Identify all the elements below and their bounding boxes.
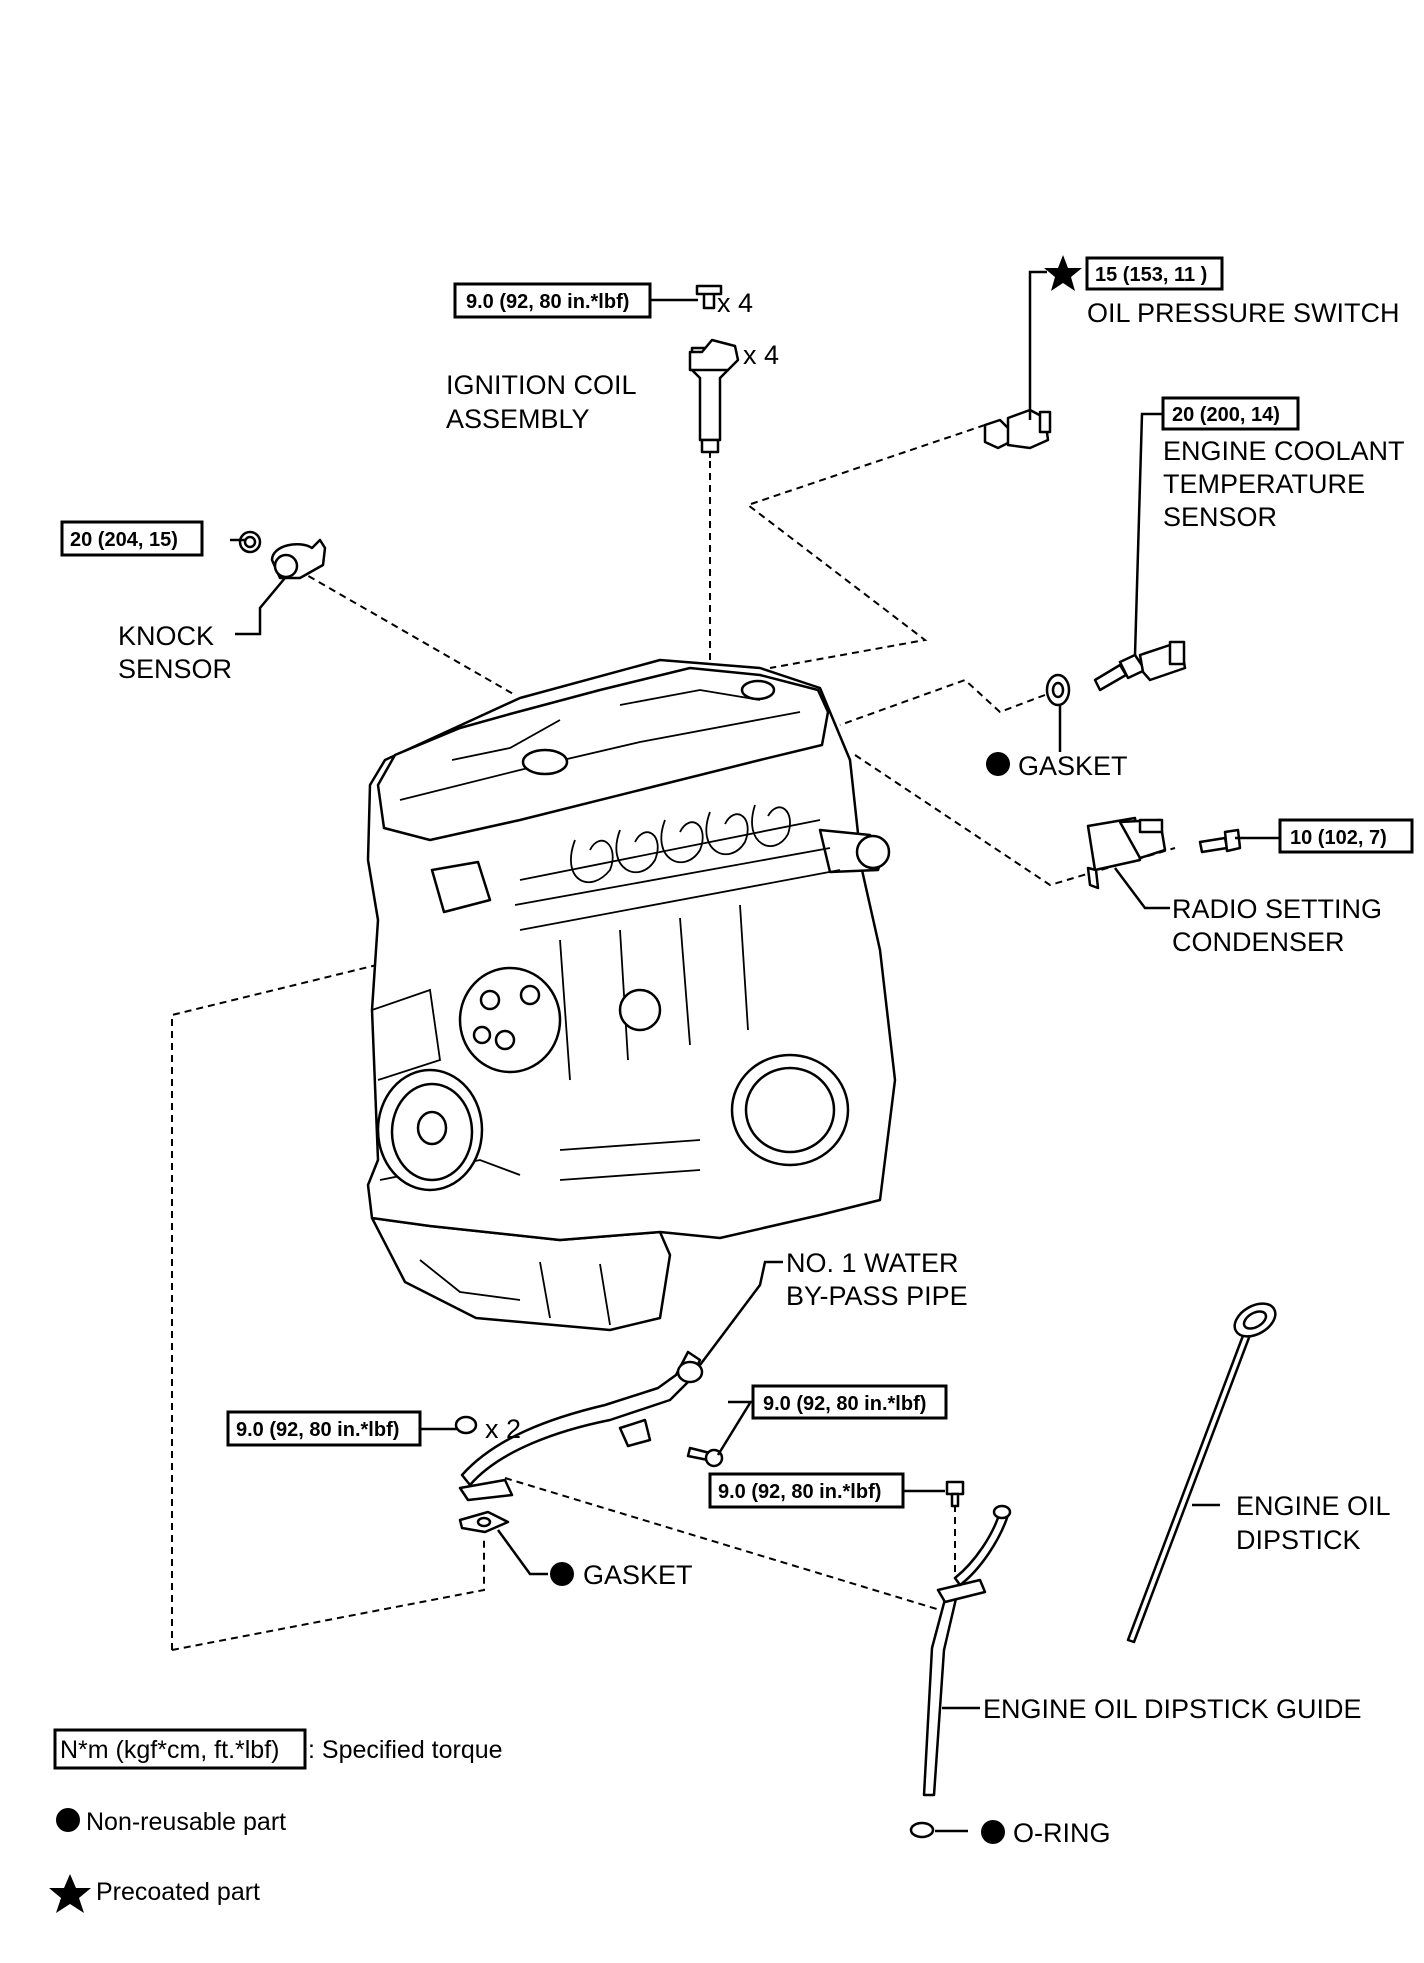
label-knock-sensor-2: SENSOR — [118, 654, 232, 684]
legend-non-reusable-dot-icon — [56, 1808, 80, 1832]
qty-ignition-coil-bolt: x 4 — [717, 288, 753, 318]
engine-oil-dipstick-guide — [909, 1480, 1012, 1839]
no1-water-bypass-pipe — [454, 1350, 724, 1534]
label-oil-pressure-switch: OIL PRESSURE SWITCH — [1087, 298, 1400, 328]
label-knock-sensor-1: KNOCK — [118, 621, 214, 651]
label-ignition-coil-1: IGNITION COIL — [446, 370, 637, 400]
torque-box-bypass-nut — [226, 1410, 422, 1447]
engine-oil-dipstick — [1126, 1302, 1277, 1644]
label-ect-sensor-3: SENSOR — [1163, 502, 1277, 532]
oil-pressure-switch — [983, 408, 1052, 450]
ignition-coil-assembly — [688, 284, 740, 458]
qty-bypass-nut: x 2 — [485, 1414, 521, 1444]
torque-box-oil-pressure-switch — [1085, 256, 1224, 291]
legend-torque-units: N*m (kgf*cm, ft.*lbf) — [60, 1736, 279, 1764]
legend: N*m (kgf*cm, ft.*lbf) : Specified torque… — [49, 1728, 503, 1913]
precoated-star-icon — [1044, 255, 1082, 291]
label-ect-sensor-1: ENGINE COOLANT — [1163, 436, 1405, 466]
part-labels: x 4 x 4 IGNITION COIL ASSEMBLY OIL PRESS… — [118, 288, 1405, 1848]
label-ignition-coil-2: ASSEMBLY — [446, 404, 590, 434]
qty-ignition-coil: x 4 — [743, 340, 779, 370]
label-dipstick-1: ENGINE OIL — [1236, 1491, 1391, 1521]
legend-non-reusable: Non-reusable part — [86, 1808, 286, 1836]
torque-ect-sensor: 20 (200, 14) — [1172, 404, 1280, 426]
non-reusable-dot-icon — [550, 1562, 574, 1586]
torque-box-knock-sensor — [60, 520, 204, 557]
gasket-upper — [1045, 673, 1071, 707]
knock-sensor — [238, 530, 327, 580]
label-gasket-lower: GASKET — [583, 1560, 693, 1590]
label-radio-condenser-1: RADIO SETTING — [1172, 894, 1382, 924]
engine-coolant-temperature-sensor — [1093, 640, 1187, 692]
torque-box-ect-sensor — [1161, 396, 1300, 431]
label-gasket-upper: GASKET — [1018, 751, 1128, 781]
torque-spec-boxes: 9.0 (92, 80 in.*lbf) 15 (153, 11 ) 20 (2… — [60, 256, 1414, 1509]
non-reusable-dot-icon — [986, 752, 1010, 776]
radio-setting-condenser — [1086, 816, 1242, 890]
non-reusable-dot-icon — [981, 1820, 1005, 1844]
torque-oil-pressure-switch: 15 (153, 11 ) — [1095, 264, 1207, 286]
torque-radio-condenser: 10 (102, 7) — [1290, 827, 1387, 849]
label-bypass-pipe-2: BY-PASS PIPE — [786, 1281, 968, 1311]
label-bypass-pipe-1: NO. 1 WATER — [786, 1248, 959, 1278]
legend-precoated-star-icon — [49, 1874, 91, 1913]
label-ect-sensor-2: TEMPERATURE — [1163, 469, 1365, 499]
legend-torque-box — [53, 1728, 307, 1770]
torque-box-bypass-bolt — [751, 1384, 948, 1420]
torque-box-ignition-coil — [453, 282, 652, 319]
label-dipstick-guide: ENGINE OIL DIPSTICK GUIDE — [983, 1694, 1362, 1724]
symbols — [550, 255, 1082, 1844]
torque-bypass-bolt: 9.0 (92, 80 in.*lbf) — [763, 1393, 926, 1415]
assembly-dashed-lines — [171, 365, 1176, 1651]
label-o-ring: O-RING — [1013, 1818, 1111, 1848]
torque-dipstick-guide: 9.0 (92, 80 in.*lbf) — [718, 1481, 881, 1503]
crankshaft-pulley — [376, 1068, 484, 1192]
water-pump — [458, 966, 562, 1074]
legend-torque-desc: : Specified torque — [308, 1736, 503, 1764]
torque-bypass-nut: 9.0 (92, 80 in.*lbf) — [236, 1419, 399, 1441]
torque-box-dipstick-guide — [708, 1472, 905, 1509]
torque-box-radio-condenser — [1278, 818, 1414, 854]
torque-ignition-coil: 9.0 (92, 80 in.*lbf) — [466, 291, 629, 313]
torque-knock-sensor: 20 (204, 15) — [70, 529, 178, 551]
manifold-ribs — [514, 804, 841, 1081]
label-dipstick-2: DIPSTICK — [1236, 1525, 1361, 1555]
label-radio-condenser-2: CONDENSER — [1172, 927, 1345, 957]
legend-precoated: Precoated part — [96, 1878, 260, 1906]
leader-lines — [230, 270, 1280, 1833]
engine-block — [366, 658, 897, 1332]
